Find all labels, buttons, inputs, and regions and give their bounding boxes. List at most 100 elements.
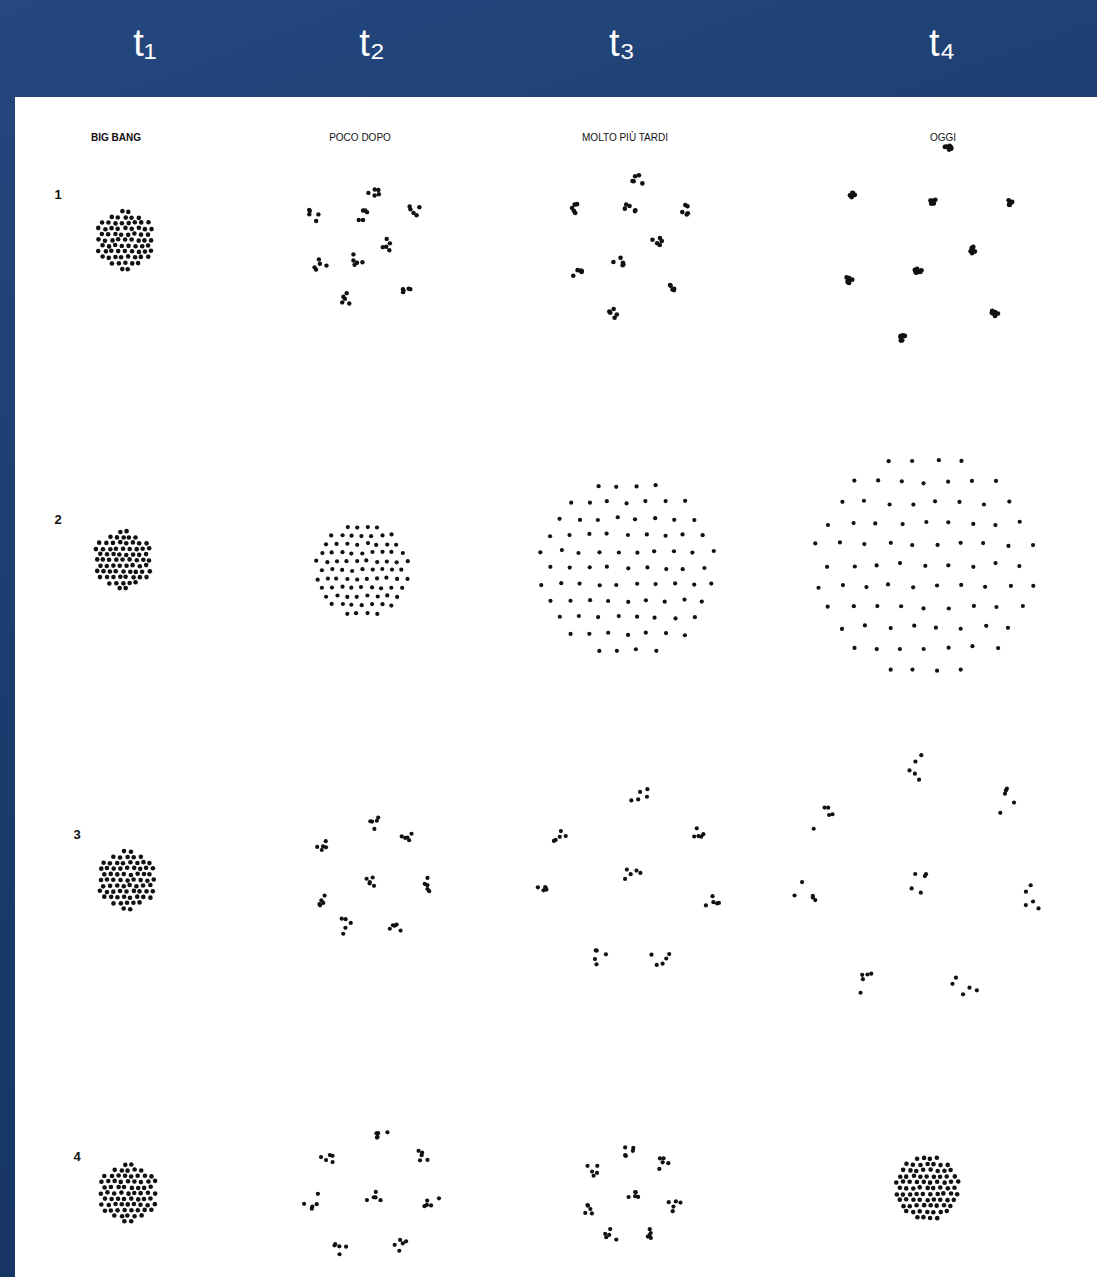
matter-dot [633, 209, 638, 214]
matter-dot [365, 210, 369, 214]
matter-dot [127, 547, 132, 552]
matter-dot [112, 1191, 117, 1196]
matter-dot [149, 238, 154, 243]
matter-dot [900, 338, 905, 343]
matter-dot [349, 534, 353, 538]
matter-dot [948, 1204, 953, 1209]
matter-dot [928, 1192, 933, 1197]
matter-dot [375, 1135, 379, 1139]
matter-dot [901, 1204, 906, 1209]
matter-dot [935, 669, 939, 673]
matter-dot [898, 647, 902, 651]
matter-dot [629, 872, 633, 876]
matter-dot [374, 1190, 378, 1194]
matter-dot [131, 877, 136, 882]
matter-dot [792, 893, 796, 897]
matter-dot [115, 895, 120, 900]
matter-dot [140, 569, 145, 574]
matter-dot [359, 585, 363, 589]
matter-dot [123, 574, 128, 579]
matter-dot [131, 540, 136, 545]
matter-dot [132, 1167, 137, 1172]
matter-dot [915, 1215, 920, 1220]
matter-dot [933, 499, 937, 503]
matter-dot [898, 1174, 903, 1179]
matter-dot [588, 565, 592, 569]
matter-dot [340, 533, 344, 537]
matter-dot [913, 872, 917, 876]
matter-dot [865, 972, 869, 976]
matter-dot [653, 483, 657, 487]
matter-dot [106, 1179, 111, 1184]
matter-dot [385, 593, 389, 597]
matter-dot [360, 567, 364, 571]
matter-dot [102, 894, 107, 899]
matter-dot [389, 603, 393, 607]
matter-dot [98, 552, 103, 557]
matter-dot [938, 1185, 943, 1190]
matter-dot [654, 649, 658, 653]
matter-dot [914, 1169, 919, 1174]
matter-dot [125, 878, 130, 883]
matter-dot [102, 1185, 107, 1190]
matter-dot [151, 877, 156, 882]
matter-dot [118, 540, 123, 545]
matter-dot [853, 564, 857, 568]
matter-dot [355, 578, 359, 582]
column-header: OGGI [930, 133, 956, 143]
matter-dot [108, 569, 113, 574]
matter-dot [142, 1186, 147, 1191]
matter-dot [959, 541, 963, 545]
matter-dot [101, 860, 106, 865]
matter-dot [103, 238, 108, 243]
matter-dot [111, 854, 116, 859]
matter-dot [142, 238, 147, 243]
matter-dot [120, 1214, 125, 1219]
matter-dot [616, 515, 620, 519]
matter-dot [132, 1191, 137, 1196]
matter-dot [349, 921, 353, 925]
matter-dot [360, 551, 364, 555]
matter-dot [101, 557, 106, 562]
matter-dot [116, 1173, 121, 1178]
matter-dot [130, 1186, 135, 1191]
matter-dot [141, 895, 146, 900]
matter-dot [391, 923, 395, 927]
matter-dot [418, 1158, 422, 1162]
matter-dot [320, 551, 324, 555]
matter-dot [564, 834, 568, 838]
matter-dot [917, 1197, 922, 1202]
matter-dot [935, 543, 939, 547]
matter-dot [379, 586, 383, 590]
matter-dot [136, 1208, 141, 1213]
matter-dot [344, 559, 348, 563]
matter-dot [678, 1200, 682, 1204]
matter-dot [955, 1192, 960, 1197]
matter-dot [112, 1179, 117, 1184]
matter-dot [895, 1192, 900, 1197]
matter-dot [938, 1210, 943, 1215]
matter-dot [536, 885, 540, 889]
matter-dot [673, 616, 677, 620]
matter-dot [559, 581, 563, 585]
matter-dot [144, 889, 149, 894]
matter-dot [1024, 890, 1028, 894]
matter-dot [946, 1186, 951, 1191]
matter-dot [136, 261, 141, 266]
matter-dot [653, 582, 657, 586]
matter-dot [822, 805, 826, 809]
matter-dot [594, 948, 598, 952]
matter-dot [143, 1173, 148, 1178]
matter-dot [372, 1195, 376, 1199]
matter-dot [568, 599, 572, 603]
matter-dot [130, 249, 135, 254]
matter-dot [341, 295, 345, 299]
matter-dot [1012, 801, 1016, 805]
matter-dot [585, 1164, 589, 1168]
matter-dot [148, 895, 153, 900]
matter-dot [1029, 883, 1033, 887]
matter-dot [904, 1209, 909, 1214]
matter-dot [925, 1186, 930, 1191]
matter-dot [847, 276, 852, 281]
matter-dot [908, 1192, 913, 1197]
